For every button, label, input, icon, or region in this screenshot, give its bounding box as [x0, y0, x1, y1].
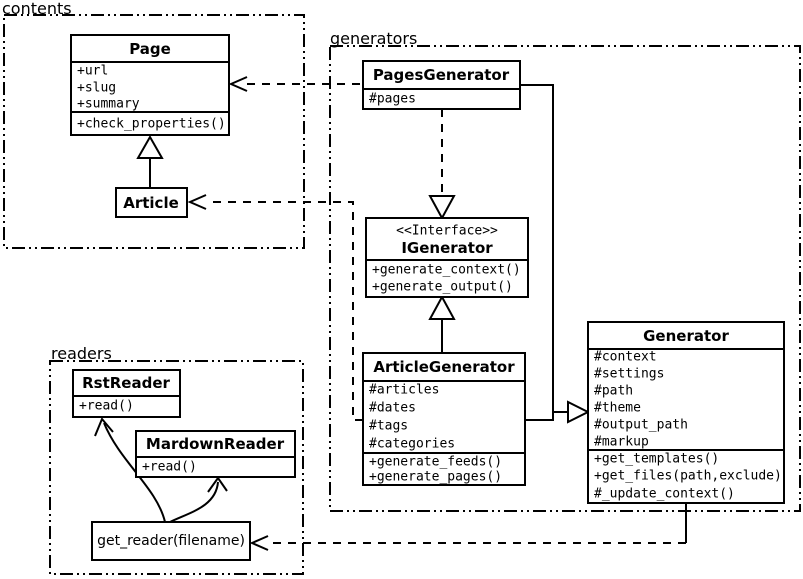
inheritance-generators-to-generator — [520, 84, 591, 424]
class-article: Article — [115, 187, 188, 218]
package-readers-label: readers — [51, 344, 112, 363]
class-mardownreader-method: +read() — [142, 460, 197, 475]
class-igenerator-method: +generate_output() — [372, 280, 513, 295]
class-generator-attribute: #context — [594, 350, 657, 365]
dependency-generator-to-get-reader — [249, 503, 687, 551]
class-generator: Generator #context #settings #path #them… — [587, 321, 785, 504]
arrow-get-reader-to-mardownreader — [169, 476, 228, 523]
class-articlegenerator-method: +generate_pages() — [369, 470, 502, 485]
class-generator-attribute: #markup — [594, 435, 649, 450]
class-igenerator-name: IGenerator — [401, 239, 493, 257]
class-igenerator: <<Interface>> IGenerator +generate_conte… — [365, 217, 529, 298]
class-page-name: Page — [129, 40, 171, 58]
inheritance-articlegenerator-to-igenerator — [428, 294, 456, 353]
class-generator-method: +get_templates() — [594, 452, 719, 467]
class-articlegenerator-attribute: #tags — [369, 419, 408, 434]
class-articlegenerator-method: +generate_feeds() — [369, 455, 502, 470]
function-get-reader: get_reader(filename) — [91, 521, 251, 561]
class-articlegenerator-attribute: #categories — [369, 437, 455, 452]
class-generator-method: +get_files(path,exclude) — [594, 469, 782, 484]
package-contents-label: contents — [2, 0, 72, 18]
class-article-name: Article — [123, 194, 179, 212]
class-pagesgenerator-attribute: #pages — [369, 92, 416, 107]
class-pagesgenerator-name: PagesGenerator — [373, 66, 510, 84]
dependency-articlegenerator-to-article — [187, 194, 363, 421]
class-generator-attribute: #output_path — [594, 418, 688, 433]
class-articlegenerator-name: ArticleGenerator — [373, 358, 515, 376]
class-articlegenerator-attribute: #dates — [369, 401, 416, 416]
class-generator-name: Generator — [643, 327, 729, 345]
class-generator-attribute: #settings — [594, 367, 664, 382]
inheritance-article-to-page — [136, 134, 164, 188]
class-page: Page +url +slug +summary +check_properti… — [70, 34, 230, 136]
class-articlegenerator: ArticleGenerator #articles #dates #tags … — [362, 352, 526, 486]
class-rstreader: RstReader +read() — [72, 369, 181, 418]
class-igenerator-stereotype: <<Interface>> — [396, 224, 498, 239]
function-get-reader-label: get_reader(filename) — [97, 533, 245, 549]
realization-pagesgenerator-to-igenerator — [428, 109, 456, 221]
package-readers: readers — [49, 344, 304, 575]
class-generator-method: #_update_context() — [594, 487, 735, 502]
class-pagesgenerator: PagesGenerator #pages — [362, 60, 521, 110]
package-generators-label: generators — [330, 29, 417, 48]
class-page-attribute: +slug — [77, 81, 116, 96]
class-articlegenerator-attribute: #articles — [369, 383, 439, 398]
class-mardownreader: MardownReader +read() — [135, 430, 296, 478]
dependency-pagesgenerator-to-page — [228, 76, 363, 92]
package-generators: generators — [329, 29, 801, 512]
class-rstreader-method: +read() — [79, 399, 134, 414]
class-rstreader-name: RstReader — [82, 374, 170, 392]
class-generator-attribute: #path — [594, 384, 633, 399]
class-page-method: +check_properties() — [77, 117, 226, 132]
class-mardownreader-name: MardownReader — [146, 435, 285, 453]
class-igenerator-method: +generate_context() — [372, 263, 521, 278]
package-contents: contents — [2, 0, 305, 249]
class-page-attribute: +summary — [77, 97, 140, 112]
class-page-attribute: +url — [77, 64, 108, 79]
class-generator-attribute: #theme — [594, 401, 641, 416]
